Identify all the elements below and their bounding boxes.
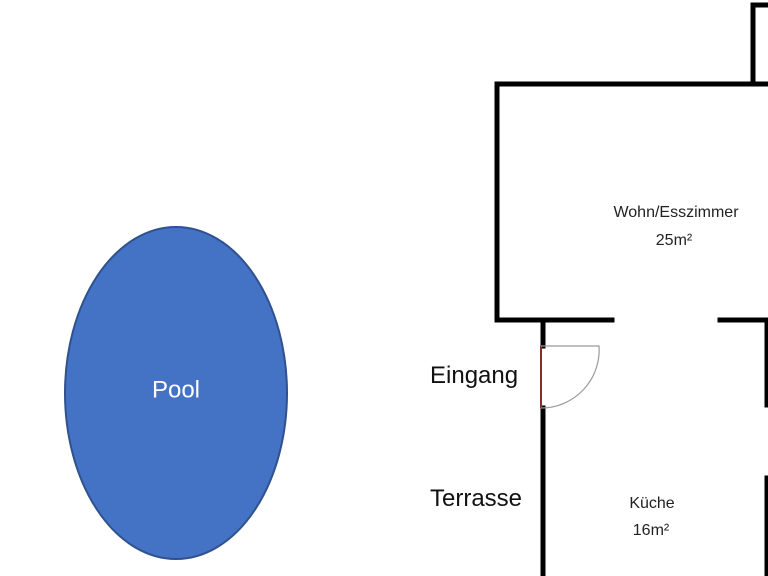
door-swing-arc (540, 345, 600, 409)
entrance-label: Eingang (430, 362, 518, 389)
kitchen-name: Küche (629, 495, 674, 512)
kitchen-label: Küche 16m² (629, 495, 674, 539)
living-room-name: Wohn/Esszimmer (613, 204, 739, 221)
upper-room-wall (750, 2, 768, 87)
terrace-label: Terrasse (430, 485, 522, 512)
living-room-wall (494, 81, 768, 323)
living-room-label: Wohn/Esszimmer 25m² (613, 204, 739, 249)
living-room-area: 25m² (656, 232, 693, 249)
pool-label: Pool (152, 376, 200, 403)
entrance-door (540, 345, 600, 409)
kitchen-area: 16m² (633, 522, 670, 539)
pool-shape (64, 226, 288, 560)
pool: Pool (64, 226, 288, 560)
walls (494, 2, 768, 576)
